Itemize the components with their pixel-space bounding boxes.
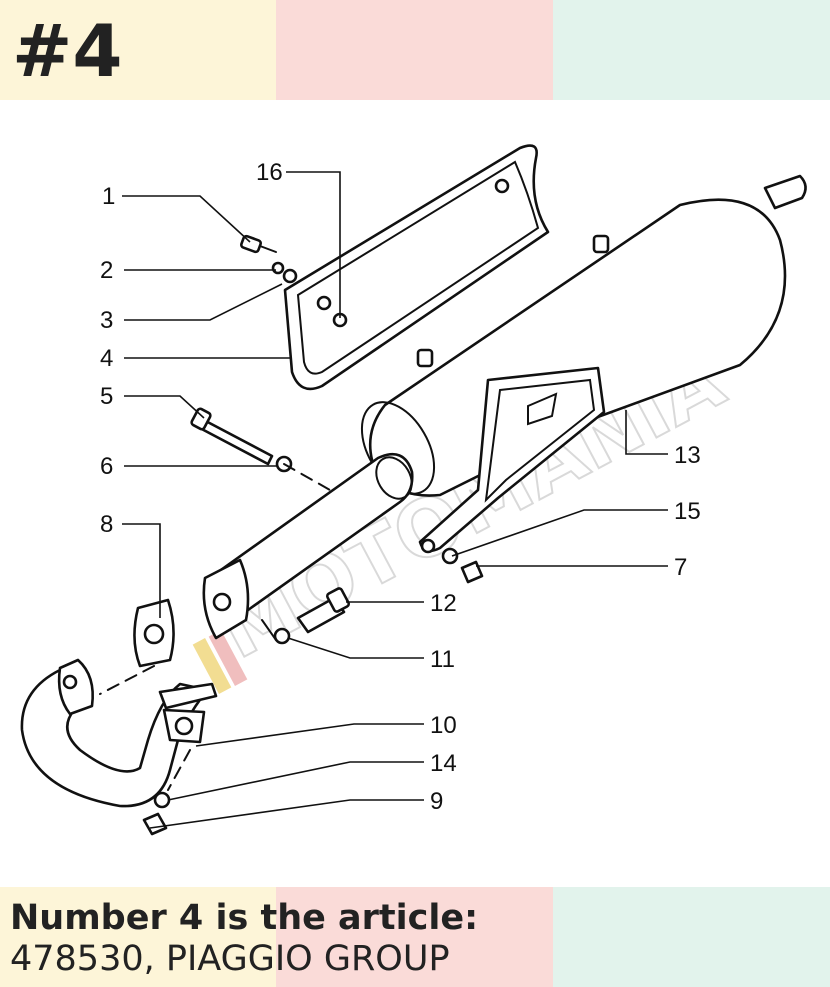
header-band-mint <box>553 0 830 100</box>
footer-band-yellow <box>0 887 276 987</box>
callout-4: 4 <box>100 345 113 372</box>
item-number-title: #4 <box>12 9 123 93</box>
gasket <box>133 598 175 668</box>
callout-2: 2 <box>100 257 113 284</box>
header-band-pink <box>276 0 553 100</box>
callout-15: 15 <box>674 498 701 525</box>
callout-13: 13 <box>674 442 701 469</box>
callout-9: 9 <box>430 788 443 815</box>
article-reference: 478530, PIAGGIO GROUP <box>10 939 450 979</box>
exhaust-parts-diagram: MOTOMANIA <box>20 144 807 836</box>
callout-5: 5 <box>100 383 113 410</box>
assembly-guides <box>99 463 331 791</box>
manifold-pipe <box>20 658 218 808</box>
leader-lines <box>122 171 668 829</box>
fastener-hardware <box>142 234 484 836</box>
callout-3: 3 <box>100 307 113 334</box>
callout-14: 14 <box>430 750 457 777</box>
article-heading: Number 4 is the article: <box>10 898 479 938</box>
footer-band-pink <box>276 887 553 987</box>
silencer-body <box>360 174 807 497</box>
callout-8: 8 <box>100 511 113 538</box>
heat-shield <box>283 144 550 391</box>
callout-12: 12 <box>430 590 457 617</box>
callout-10: 10 <box>430 712 457 739</box>
callout-1: 1 <box>102 183 115 210</box>
header-band-yellow <box>0 0 276 100</box>
connecting-pipe <box>202 453 414 640</box>
callout-7: 7 <box>674 554 687 581</box>
callout-6: 6 <box>100 453 113 480</box>
callout-numbers: 1 2 3 4 5 6 8 16 13 15 7 12 11 10 14 9 <box>100 159 701 815</box>
footer-band-mint <box>553 887 830 987</box>
callout-11: 11 <box>430 646 455 673</box>
callout-16: 16 <box>256 159 283 186</box>
